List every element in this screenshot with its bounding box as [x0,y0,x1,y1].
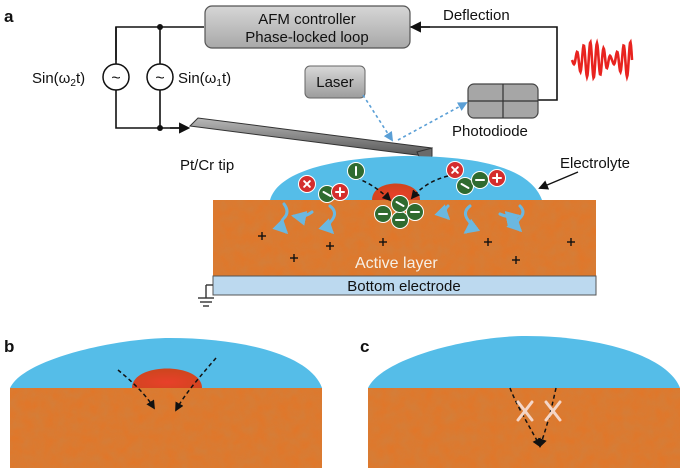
electrolyte-droplet-b [10,338,322,388]
minus-anion-icon [391,195,409,213]
ion-paths-b [117,357,217,412]
photodiode-label: Photodiode [452,123,528,140]
plus-charge-icon [379,238,387,246]
bottom-electrode-label: Bottom electrode [347,278,460,295]
reaction-dome-b [132,368,202,388]
bottom-electrode: Bottom electrode [212,275,597,296]
tilde-icon: ~ [111,70,120,87]
afm-controller-box: AFM controller Phase-locked loop [204,5,411,49]
minus-anion-icon [471,171,489,189]
tilde-icon: ~ [155,70,164,87]
plus-charge-icon [512,256,520,264]
ac-source-omega2: ~ [102,63,130,91]
junction-dot [157,24,163,30]
plus-cation-icon [488,169,506,187]
controller-line1: AFM controller [258,11,356,28]
electrolyte-droplet-c [368,336,680,388]
panel-label-b: b [4,337,14,356]
plus-charge-icon [258,232,266,240]
minus-anion-icon [406,203,424,221]
laser-beam-in [362,94,394,142]
plus-cation-icon [446,161,464,179]
active-layer-b [10,388,322,468]
minus-anion-icon [347,162,365,180]
laser-label: Laser [316,74,354,91]
laser-beam-reflected [397,102,468,141]
photodiode-box [467,83,539,119]
minus-anion-icon [374,205,392,223]
minus-anion-icon [456,177,474,195]
panel-label-c: c [360,337,369,356]
oscillation-signal-icon [570,38,634,82]
panel-label-a: a [4,7,14,26]
diffusion-arrows [272,202,525,235]
active-layer-c [368,388,680,468]
controller-line2: Phase-locked loop [245,29,368,46]
junction-dot [157,125,163,131]
plus-charge-icon [567,238,575,246]
x-block-icon [516,400,562,422]
ac-source-omega1: ~ [146,63,174,91]
tip-label: Pt/Cr tip [180,157,234,174]
deflection-label: Deflection [443,7,510,24]
plus-charge-icon [290,254,298,262]
laser-box: Laser [304,65,366,99]
active-layer-label: Active layer [355,255,438,272]
plus-charge-icon [326,242,334,250]
sin-omega1-label: Sin(ω1t) [178,70,231,89]
electrolyte-arrow [538,171,579,190]
sin-omega2-label: Sin(ω2t) [32,70,85,89]
electrolyte-label: Electrolyte [560,155,630,172]
plus-cation-icon [331,183,349,201]
plus-cation-icon [298,175,316,193]
minus-anion-icon [391,211,409,229]
plus-charge-icon [484,238,492,246]
ground-icon [198,284,214,307]
